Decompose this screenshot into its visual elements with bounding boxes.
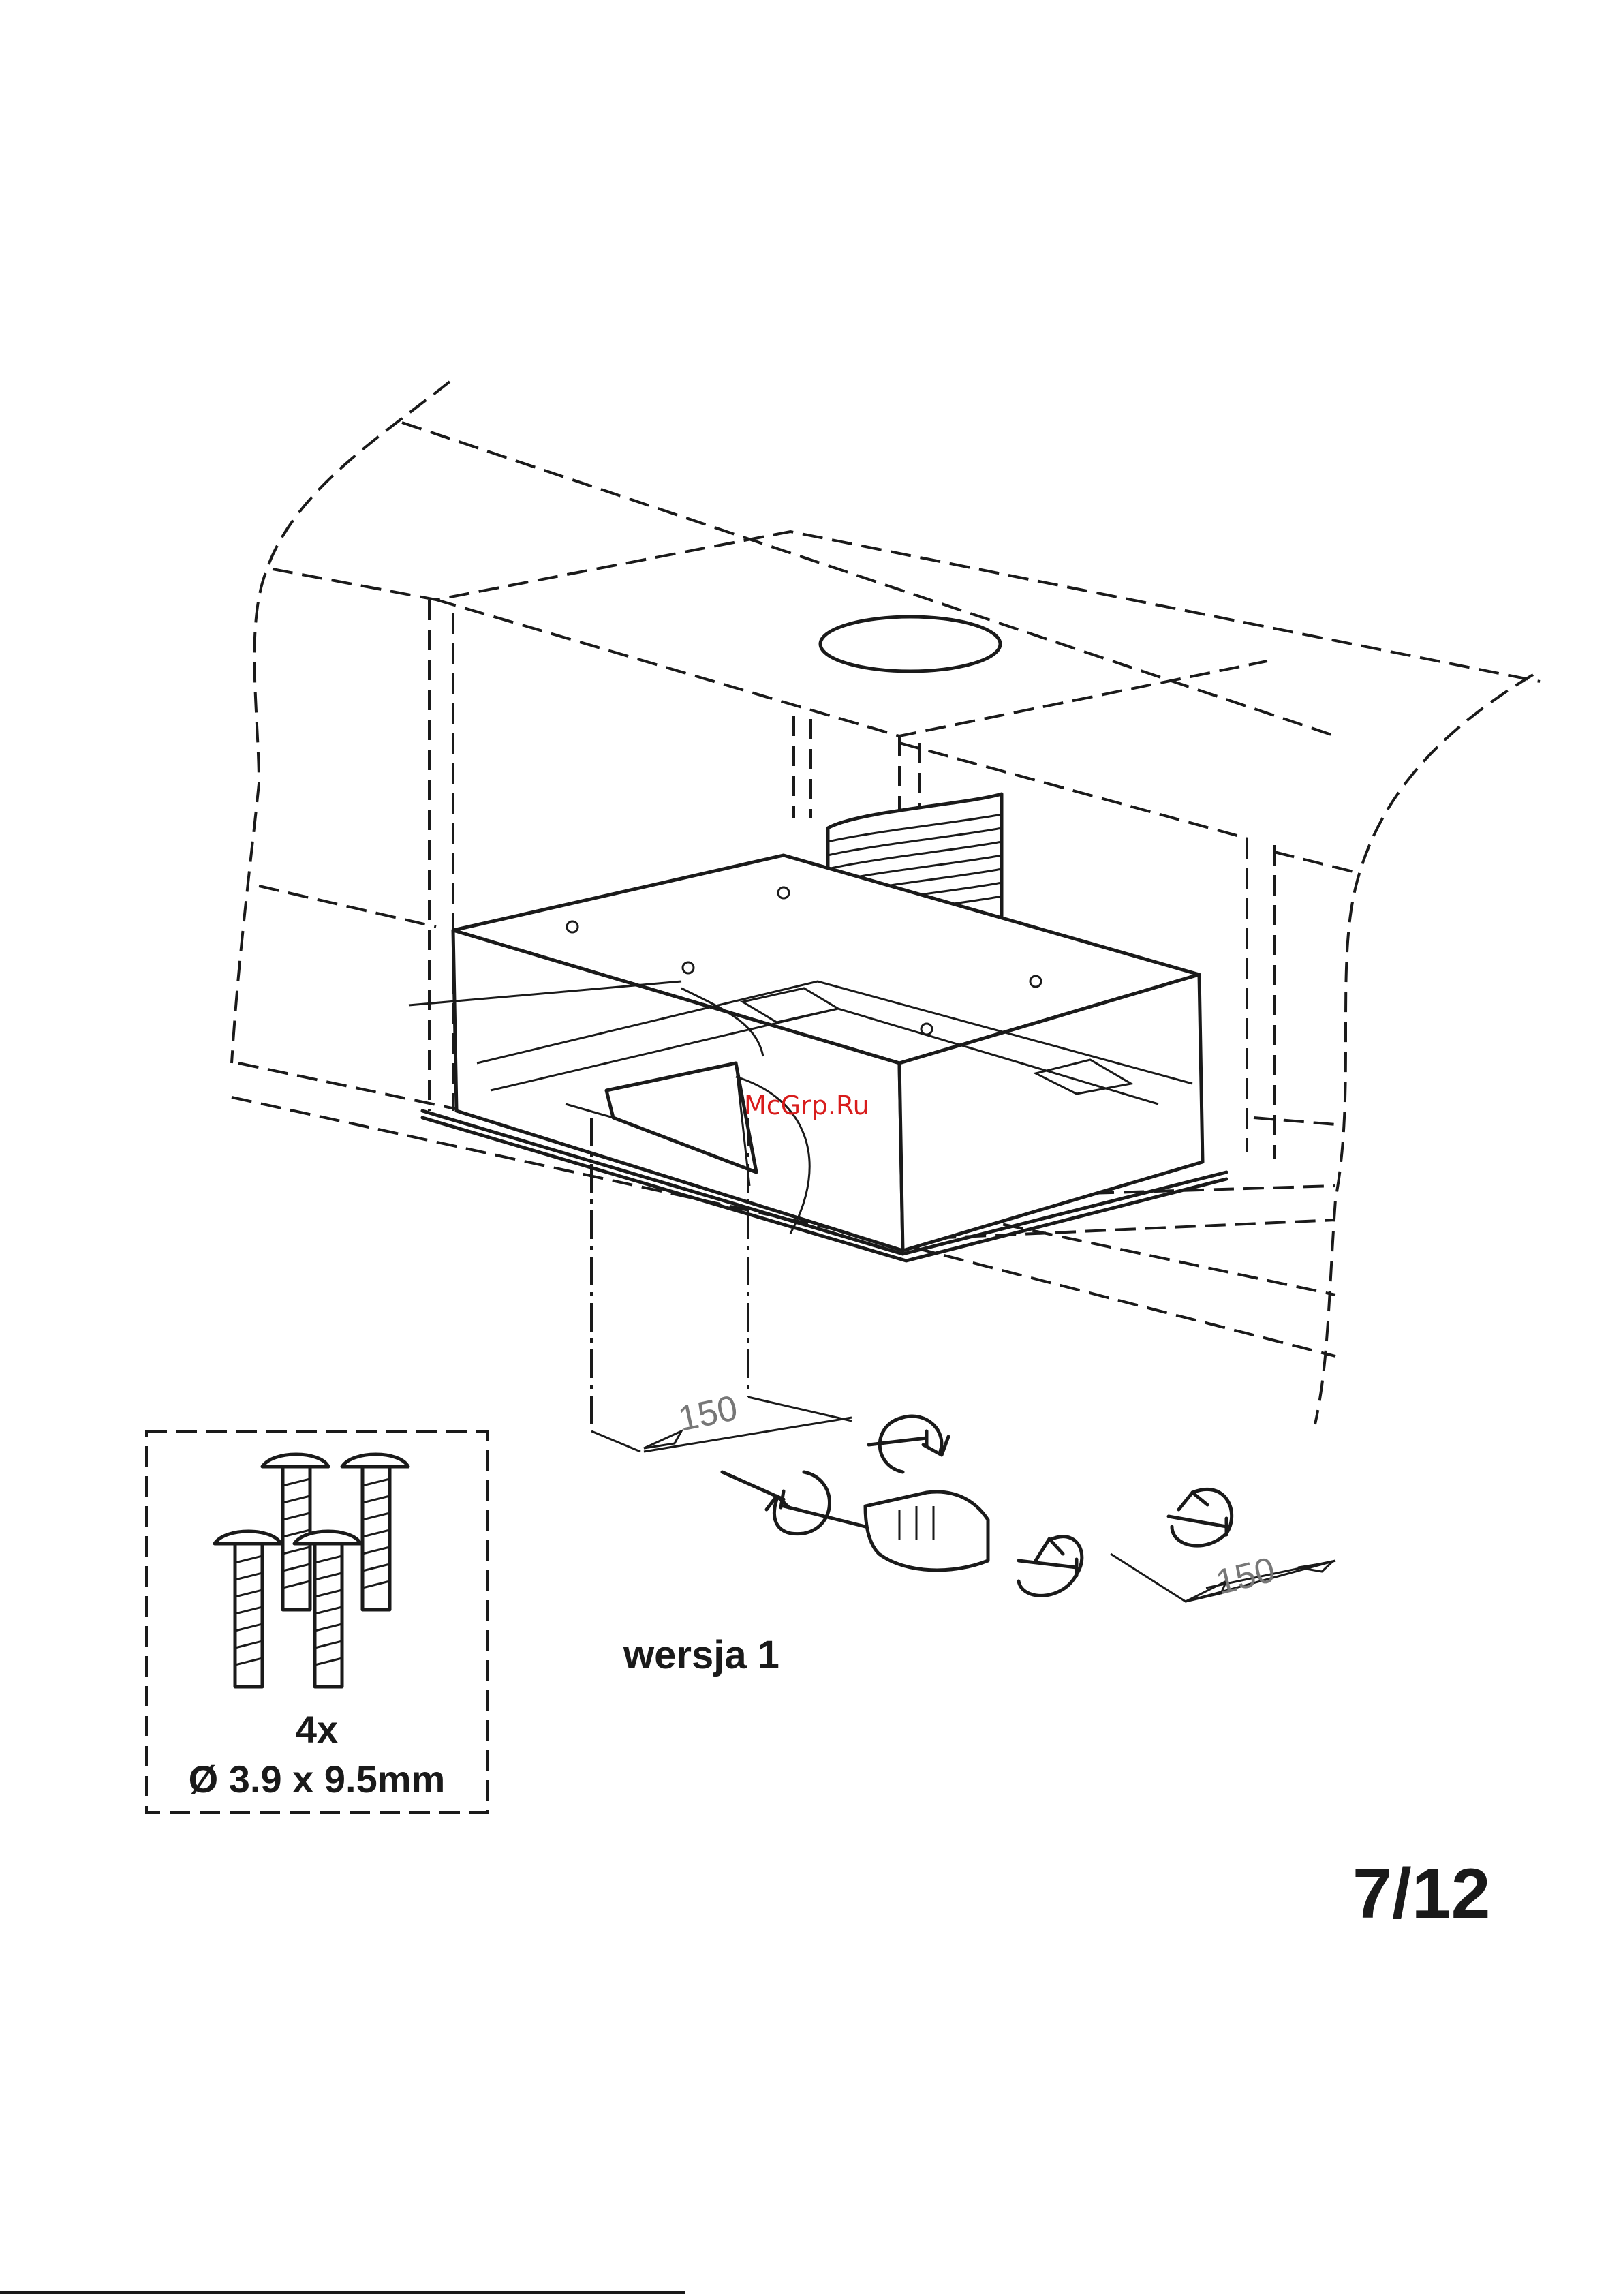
screw-icon <box>1019 1559 1077 1576</box>
screw-icon <box>215 1531 281 1687</box>
screw-icon <box>869 1431 927 1446</box>
hood-unit <box>422 855 1226 1261</box>
dimension-left-value: 150 <box>675 1388 741 1439</box>
screw-size: Ø 3.9 x 9.5mm <box>146 1757 487 1801</box>
rotation-arrow-icon <box>880 1416 948 1472</box>
duct-opening <box>820 617 1000 671</box>
page-number: 7/12 <box>1352 1854 1490 1935</box>
rotation-arrow-icon <box>767 1472 830 1534</box>
dimension-right-value: 150 <box>1212 1550 1279 1602</box>
screw-quantity: 4x <box>146 1707 487 1751</box>
variant-label: wersja 1 <box>623 1632 779 1678</box>
screw-icon <box>342 1454 408 1610</box>
watermark: McGrp.Ru <box>744 1090 869 1120</box>
bottom-rule <box>0 2291 685 2294</box>
screw-icon <box>1169 1516 1226 1535</box>
